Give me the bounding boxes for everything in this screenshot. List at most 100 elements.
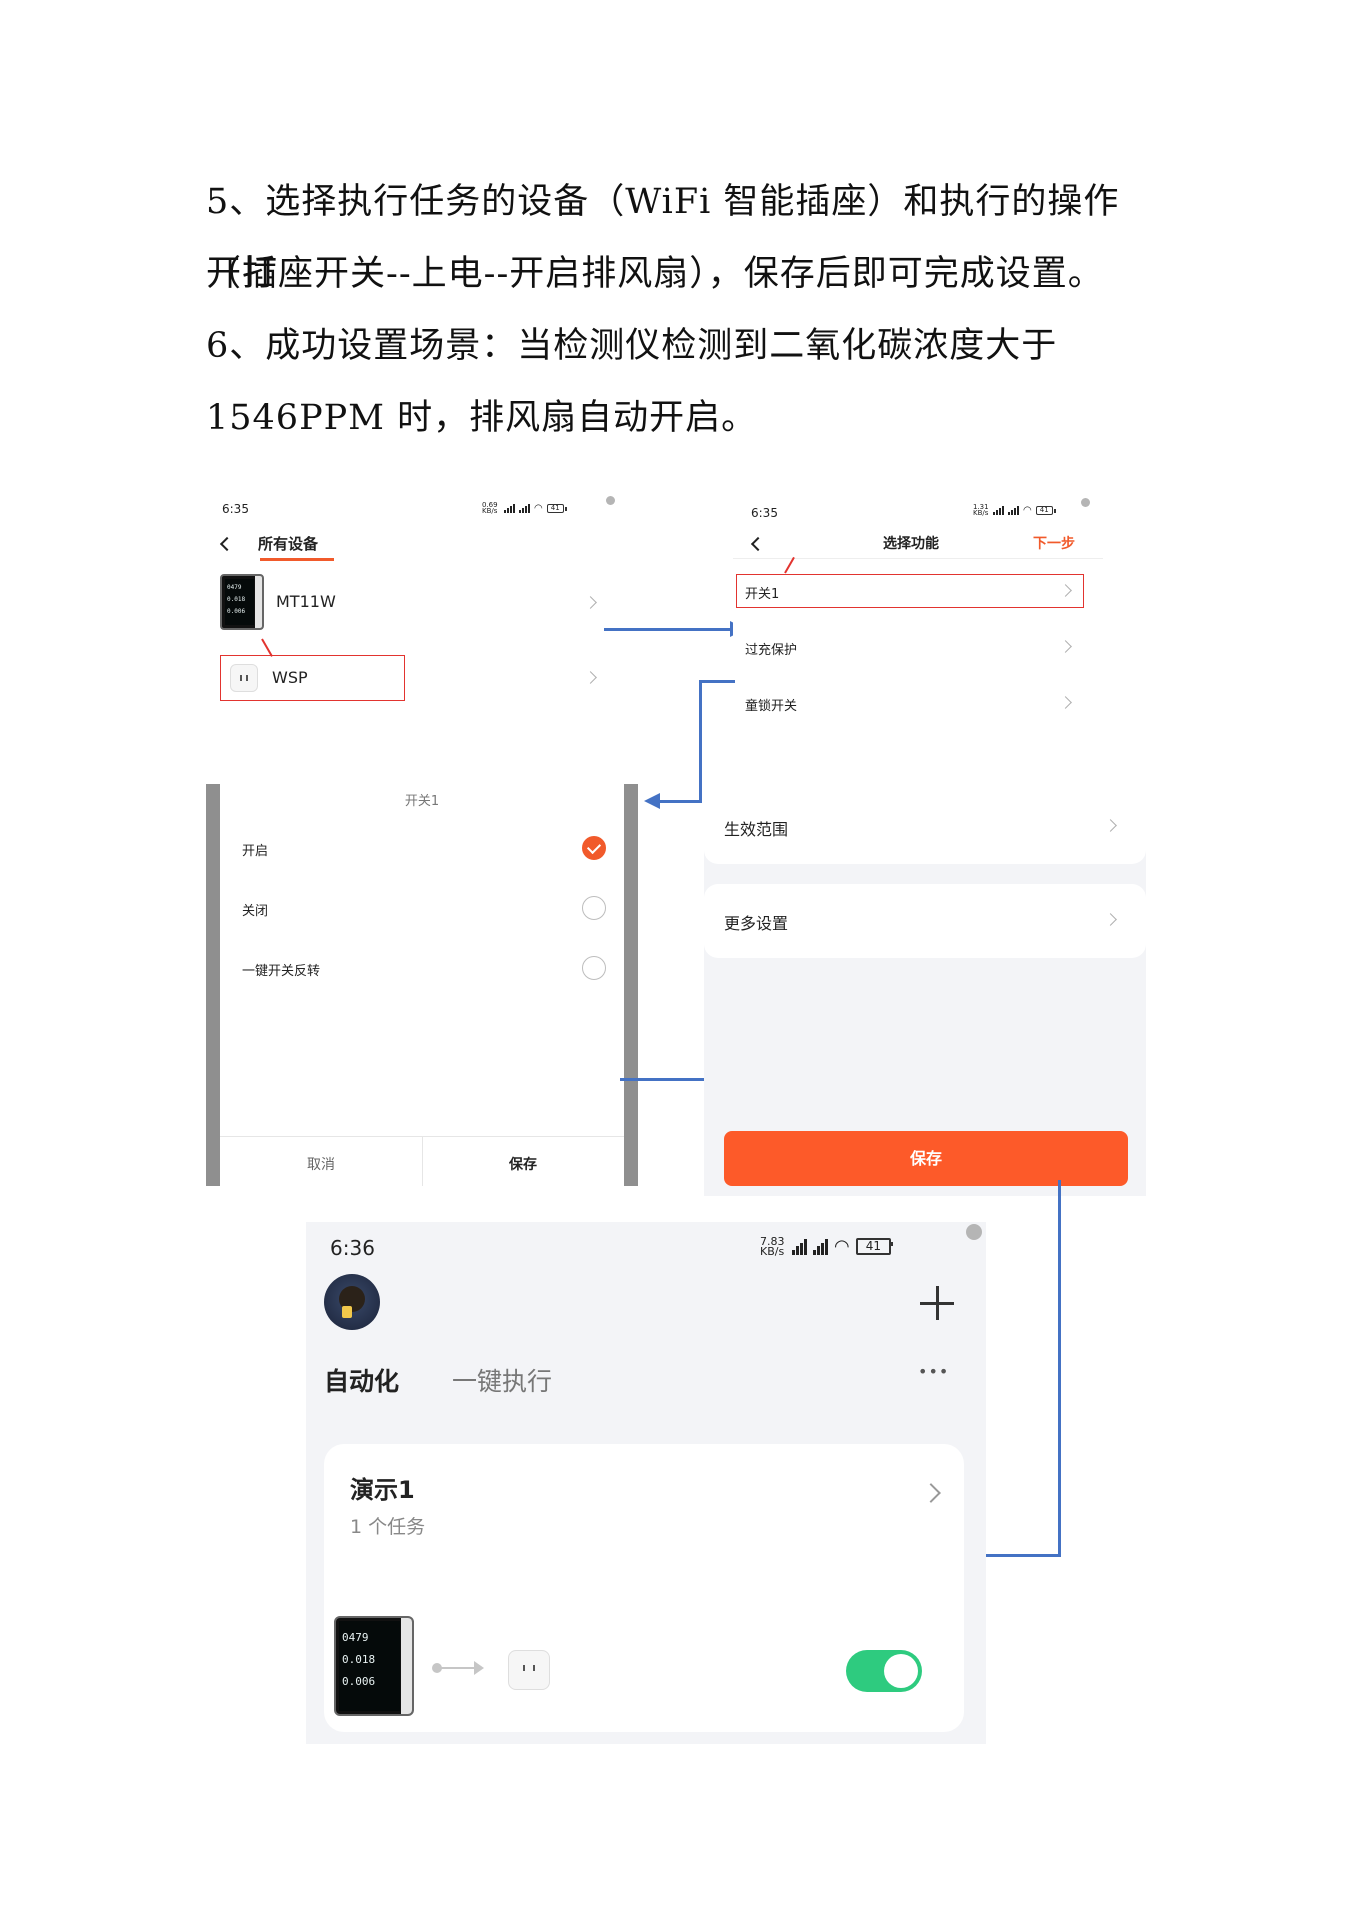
row-label: 生效范围 (724, 820, 789, 839)
chevron-right-icon (1059, 584, 1072, 597)
avatar[interactable] (324, 1274, 380, 1330)
wifi-icon: ◠ (834, 1236, 850, 1257)
chevron-right-icon (1059, 696, 1072, 709)
tab-one-click[interactable]: 一键执行 (452, 1367, 553, 1396)
option-label: 开启 (242, 844, 269, 859)
chevron-right-icon (921, 1483, 941, 1503)
screen-select-function: 6:35 1.31 KB/s ◠ 41 选择功能 下一步 开关1 过充保护 童锁… (733, 494, 1103, 724)
screen-switch-options: 开关1 开启 关闭 一键开关反转 取消 保存 (206, 784, 638, 1186)
wifi-icon: ◠ (534, 502, 543, 514)
chevron-right-icon (584, 671, 597, 684)
flow-connector (436, 1667, 480, 1669)
option-off[interactable]: 关闭 (220, 888, 624, 928)
save-button[interactable]: 保存 (724, 1131, 1128, 1186)
net-speed: 0.69 KB/s (482, 501, 498, 515)
status-icons: 1.31 KB/s ◠ 41 (973, 503, 1056, 517)
option-label: 一键开关反转 (242, 964, 321, 979)
checked-radio-icon (582, 836, 606, 860)
status-time: 6:35 (222, 502, 249, 516)
option-toggle[interactable]: 一键开关反转 (220, 948, 624, 988)
status-icons: 7.83 KB/s ◠ 41 (760, 1234, 894, 1258)
function-label: 开关1 (745, 587, 780, 602)
battery-icon: 41 (1035, 505, 1056, 515)
signal-icon (813, 1238, 828, 1255)
automation-toggle[interactable] (846, 1650, 922, 1692)
save-button[interactable]: 保存 (509, 1157, 537, 1173)
step6-line1: 6、成功设置场景：当检测仪检测到二氧化碳浓度大于 (206, 326, 1058, 366)
flow-arrow-line (699, 680, 702, 802)
toggle-knob (884, 1654, 918, 1688)
screen-automation: 6:36 7.83 KB/s ◠ 41 自动化 一键执行 ••• 演示1 1 个… (306, 1222, 986, 1744)
device-row-wsp[interactable]: WSP (206, 655, 606, 701)
more-options-icon[interactable]: ••• (918, 1362, 950, 1381)
tab-automation[interactable]: 自动化 (324, 1367, 400, 1396)
camera-dot-icon (1081, 498, 1090, 507)
camera-dot-icon (606, 496, 615, 505)
flow-arrow-head (644, 793, 660, 809)
device-name: MT11W (276, 592, 336, 611)
function-row-switch1[interactable]: 开关1 (733, 574, 1083, 608)
flow-arrow-line (604, 628, 732, 631)
signal-icon (993, 505, 1004, 515)
automation-card[interactable]: 演示1 1 个任务 0479 0.018 0.006 (324, 1444, 964, 1732)
smart-plug-icon (230, 664, 258, 692)
flow-arrow-line (620, 1078, 742, 1081)
divider (422, 1136, 423, 1186)
card-title: 演示1 (350, 1476, 415, 1504)
net-speed: 1.31 KB/s (973, 503, 989, 517)
wifi-icon: ◠ (1023, 504, 1032, 516)
reading-co2: 0479 (342, 1631, 369, 1644)
step5-line2: 开插座开关--上电--开启排风扇），保存后即可完成设置。 (206, 254, 1104, 294)
page-title: 选择功能 (883, 536, 939, 552)
divider (733, 558, 1103, 559)
step5-line1: 5、选择执行任务的设备（WiFi 智能插座）和执行的操作（打 (206, 182, 1120, 294)
signal-icon (504, 503, 515, 513)
status-icons: 0.69 KB/s ◠ 41 (482, 501, 567, 515)
function-row-childlock[interactable]: 童锁开关 (733, 686, 1083, 720)
highlight-box-wsp (220, 655, 405, 701)
card-subtitle: 1 个任务 (350, 1516, 426, 1538)
option-sheet: 开关1 开启 关闭 一键开关反转 取消 保存 (220, 784, 624, 1186)
flow-arrow-icon (474, 1661, 484, 1675)
back-arrow-icon[interactable] (219, 536, 235, 552)
device-name: WSP (272, 668, 308, 687)
chevron-right-icon (584, 596, 597, 609)
cancel-button[interactable]: 取消 (307, 1157, 335, 1173)
screen-scene-settings: 生效范围 更多设置 保存 (704, 790, 1146, 1196)
flow-arrow-line (934, 1554, 1061, 1557)
function-label: 童锁开关 (745, 699, 798, 714)
signal-icon (519, 503, 530, 513)
option-label: 关闭 (242, 904, 269, 919)
status-time: 6:35 (751, 506, 778, 520)
row-effective-scope[interactable]: 生效范围 (704, 790, 1146, 864)
camera-dot-icon (966, 1224, 982, 1240)
step6-line2: 1546PPM 时，排风扇自动开启。 (206, 398, 758, 438)
reading-2: 0.018 (342, 1653, 376, 1666)
radio-icon (582, 896, 606, 920)
reading-3: 0.006 (342, 1675, 376, 1688)
co2-monitor-icon: 0479 0.018 0.006 (334, 1616, 414, 1716)
status-time: 6:36 (330, 1236, 375, 1260)
flow-arrow-line (699, 680, 735, 683)
function-row-overcharge[interactable]: 过充保护 (733, 630, 1083, 664)
radio-icon (582, 956, 606, 980)
pointer-line (784, 556, 795, 574)
option-on[interactable]: 开启 (220, 828, 624, 868)
chevron-right-icon (1059, 640, 1072, 653)
chevron-right-icon (1104, 913, 1117, 926)
add-icon[interactable] (936, 1286, 939, 1320)
next-step-button[interactable]: 下一步 (1033, 536, 1075, 552)
row-more-settings[interactable]: 更多设置 (704, 884, 1146, 958)
chevron-right-icon (1104, 819, 1117, 832)
function-label: 过充保护 (745, 643, 798, 658)
flow-arrow-line (660, 800, 702, 803)
battery-icon: 41 (546, 503, 567, 513)
signal-icon (792, 1238, 807, 1255)
net-speed: 7.83 KB/s (760, 1234, 785, 1258)
flow-connector-dot (432, 1663, 442, 1673)
back-arrow-icon[interactable] (750, 536, 766, 552)
signal-icon (1008, 505, 1019, 515)
